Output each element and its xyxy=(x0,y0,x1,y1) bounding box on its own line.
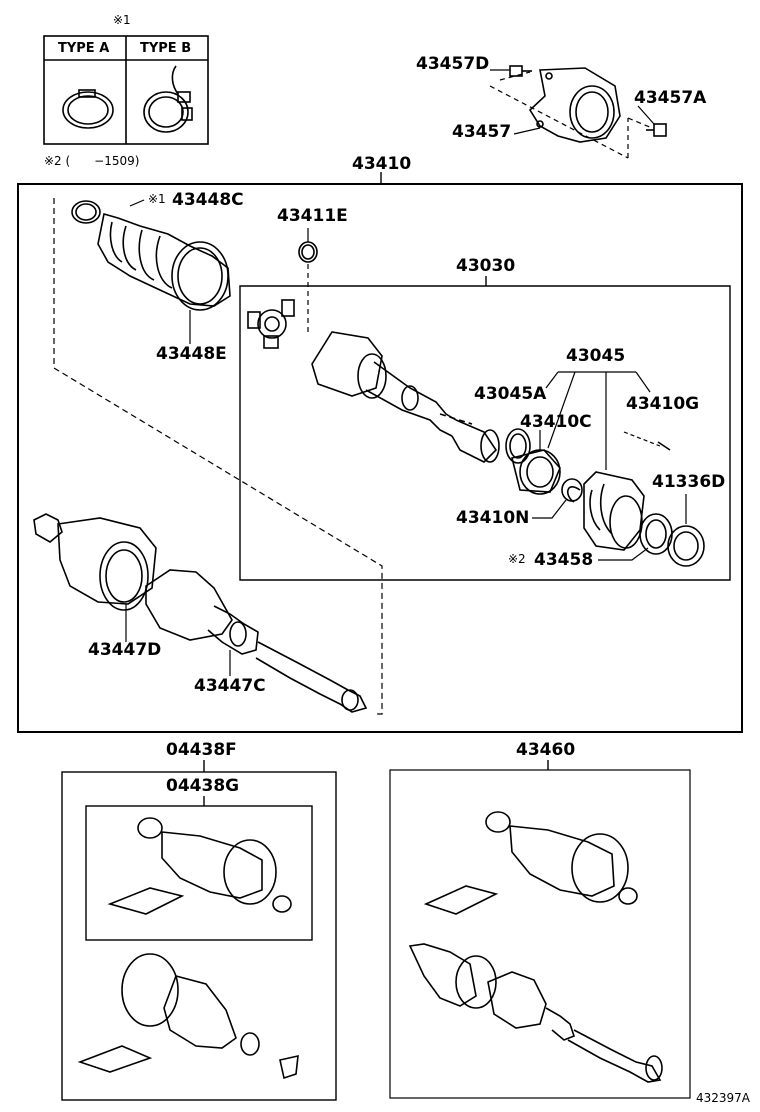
kit-43460-grease-pack-icon xyxy=(423,885,499,915)
outboard-dashed-guide xyxy=(53,198,383,715)
callout-41336d[interactable]: 41336D xyxy=(652,472,726,492)
snap-ring-43411e-icon xyxy=(298,241,318,263)
callout-43460[interactable]: 43460 xyxy=(516,740,576,760)
clamp-type-legend xyxy=(43,35,209,145)
leader-43457 xyxy=(513,127,541,135)
kit-43460-frame xyxy=(389,769,691,1099)
leader-43457a xyxy=(637,105,655,125)
callout-43447c[interactable]: 43447C xyxy=(194,676,266,696)
callout-43045a[interactable]: 43045A xyxy=(474,384,547,404)
callout-43448e[interactable]: 43448E xyxy=(156,344,227,364)
callout-04438g[interactable]: 04438G xyxy=(166,776,240,796)
clamp-type-a-icon xyxy=(62,89,114,129)
leader-43045-b xyxy=(547,371,576,449)
snap-ring-43410n-icon xyxy=(561,478,583,503)
callout-43457d[interactable]: 43457D xyxy=(416,54,490,74)
kit-43460-boot-icon xyxy=(485,811,638,905)
dust-cover-43458-icon xyxy=(583,471,645,551)
leader-43448c xyxy=(129,199,145,207)
legend-note-2: ※2 ( −1509) xyxy=(44,154,140,168)
assembly-43410-frame xyxy=(17,183,743,733)
seal-41336d-icon xyxy=(639,513,705,567)
legend-note-1: ※1 xyxy=(113,13,131,27)
outboard-joint-shaft-icon xyxy=(33,513,368,713)
callout-43448c[interactable]: 43448C xyxy=(172,190,244,210)
pin-43410g-icon xyxy=(623,431,671,451)
inboard-joint-shaft-icon xyxy=(311,331,500,463)
bracket-bolt-d-icon xyxy=(509,65,532,77)
callout-04438f[interactable]: 04438F xyxy=(166,740,237,760)
callout-43447d[interactable]: 43447D xyxy=(88,640,162,660)
callout-43448c-note: ※1 xyxy=(148,192,166,206)
callout-43410c[interactable]: 43410C xyxy=(520,412,592,432)
callout-43457[interactable]: 43457 xyxy=(452,122,512,142)
legend-type-b-label: TYPE B xyxy=(140,41,192,56)
subassembly-43030-frame xyxy=(239,276,731,581)
bracket-bolt-a-icon xyxy=(646,123,667,137)
outboard-boot-icon xyxy=(97,212,231,311)
clamp-type-b-icon xyxy=(143,65,193,133)
callout-43458-note: ※2 xyxy=(508,552,526,566)
kit-04438g-frame xyxy=(85,805,313,941)
callout-43410[interactable]: 43410 xyxy=(352,154,412,174)
leader-43410n xyxy=(532,499,567,519)
callout-43410g[interactable]: 43410G xyxy=(626,394,700,414)
kit-04438f-frame xyxy=(61,771,337,1101)
bearing-43410c-icon xyxy=(511,449,561,495)
callout-43457a[interactable]: 43457A xyxy=(634,88,707,108)
kit-g-boot-icon xyxy=(137,817,292,913)
tripod-joint-icon xyxy=(247,299,295,349)
legend-type-a-label: TYPE A xyxy=(58,41,110,56)
callout-43458[interactable]: 43458 xyxy=(534,550,594,570)
kit-f-grease-pack-icon xyxy=(77,1045,153,1073)
callout-43030[interactable]: 43030 xyxy=(456,256,516,276)
bearing-bracket-icon xyxy=(528,67,621,143)
outboard-clamp-icon xyxy=(71,200,101,224)
callout-43045[interactable]: 43045 xyxy=(566,346,626,366)
bearing-ring-43045a-icon xyxy=(505,428,531,464)
callout-43411e[interactable]: 43411E xyxy=(277,206,348,226)
kit-43460-shaft-icon xyxy=(408,943,663,1083)
bracket-dashed-guides xyxy=(489,71,653,159)
leader-43045-d xyxy=(635,371,651,393)
kit-f-boot-icon xyxy=(121,953,299,1080)
kit-g-grease-pack-icon xyxy=(107,887,185,915)
leader-43045-a xyxy=(545,371,559,389)
diagram-id: 432397A xyxy=(696,1091,751,1105)
leader-43458 xyxy=(598,547,649,561)
callout-43410n[interactable]: 43410N xyxy=(456,508,530,528)
